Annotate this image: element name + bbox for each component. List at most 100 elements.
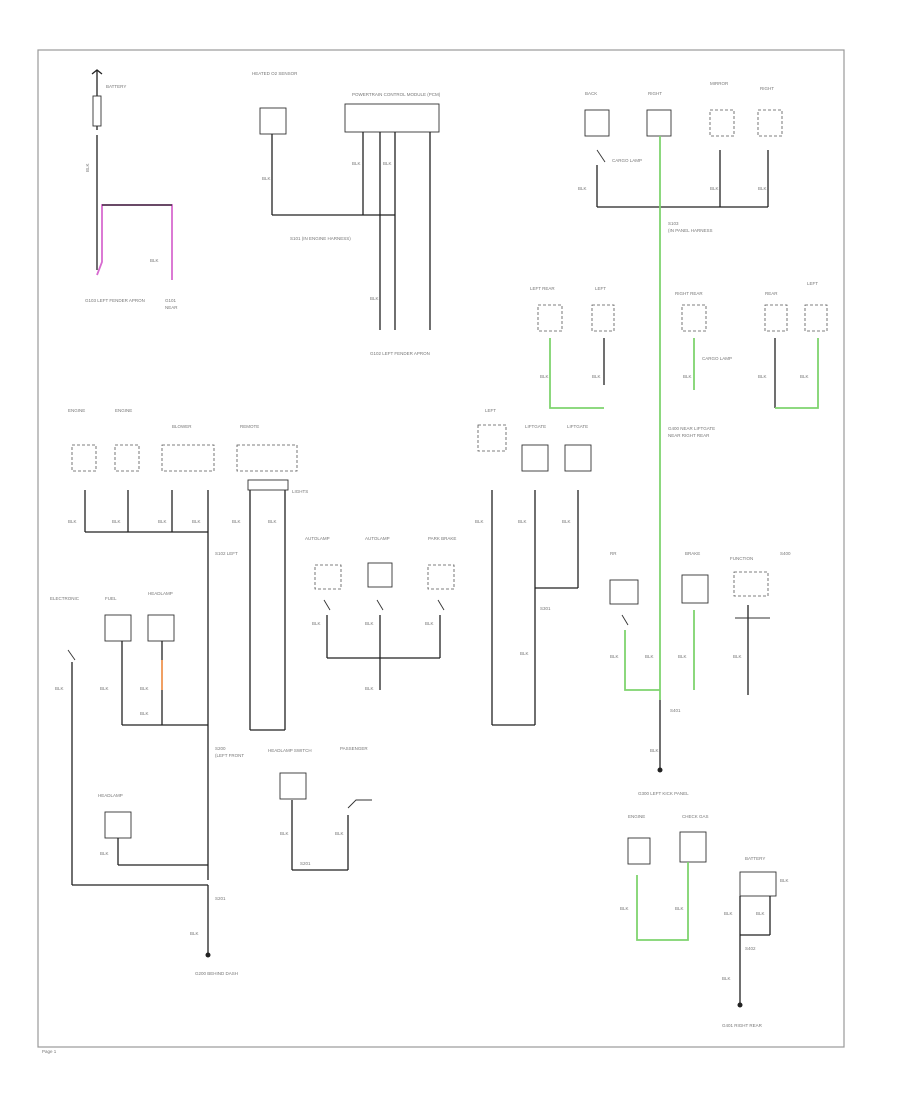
svg-text:LIFTGATE: LIFTGATE [567,424,588,429]
svg-text:BLK: BLK [475,519,484,524]
ground-g300 [657,767,663,773]
svg-text:G101: G101 [165,298,177,303]
svg-text:BLK: BLK [592,374,601,379]
headlamp-switch-label: HEADLAMP SWITCH [268,748,312,753]
svg-text:BLK: BLK [675,906,684,911]
svg-text:BLK: BLK [140,686,149,691]
svg-text:BLK: BLK [710,186,719,191]
svg-text:BLK: BLK [268,519,277,524]
svg-text:BLK: BLK [352,161,361,166]
svg-text:BLK: BLK [578,186,587,191]
svg-text:S201: S201 [215,896,226,901]
svg-text:BLK: BLK [800,374,809,379]
svg-text:LIGHTS: LIGHTS [292,489,308,494]
svg-text:BLK: BLK [192,519,201,524]
right-lower-section: RR BRAKE FUNCTION S400 BLK BLK BLK BLK S… [609,551,791,1028]
g102-label: G102 LEFT FENDER APRON [370,351,430,356]
svg-text:NEAR: NEAR [165,305,178,310]
svg-text:BLK: BLK [758,374,767,379]
svg-text:LEFT: LEFT [485,408,496,413]
svg-text:BATTERY: BATTERY [745,856,765,861]
svg-text:BLK: BLK [68,519,77,524]
svg-text:S200: S200 [215,746,226,751]
svg-text:BLK: BLK [610,654,619,659]
svg-text:BLK: BLK [365,686,374,691]
battery-label: BATTERY [106,84,126,89]
svg-text:CHECK GAS: CHECK GAS [682,814,709,819]
svg-text:PARK BRAKE: PARK BRAKE [428,536,456,541]
svg-text:BLK: BLK [683,374,692,379]
s102-label: S102 LEFT [215,551,238,556]
svg-text:BLK: BLK [645,654,654,659]
svg-text:BLK: BLK [758,186,767,191]
right-upper-section: BACK RIGHT MIRROR RIGHT CARGO LAMP BLK B… [530,81,828,700]
diagram-frame [37,49,845,1048]
svg-text:BLK: BLK [518,519,527,524]
svg-text:BLK: BLK [383,161,392,166]
svg-text:FUEL: FUEL [105,596,117,601]
o2-sensor-box [259,107,287,135]
svg-text:LEFT: LEFT [807,281,818,286]
pcm-label: POWERTRAIN CONTROL MODULE (PCM) [352,92,441,97]
svg-text:BLK: BLK [312,621,321,626]
pcm-section: HEATED O2 SENSOR BLK POWERTRAIN CONTROL … [252,71,441,356]
ground-g401 [737,1002,743,1008]
s101-label: S101 (IN ENGINE HARNESS) [290,236,351,241]
battery-section: BATTERY BLK BLK G103 LEFT FENDER APRON G… [85,69,178,310]
svg-text:BLK: BLK [620,906,629,911]
page-label: Page 1 [42,1049,57,1054]
svg-text:BLOWER: BLOWER [172,424,192,429]
svg-text:BLK: BLK [150,258,159,263]
g103-label: G103 LEFT FENDER APRON [85,298,145,303]
svg-text:BLK: BLK [365,621,374,626]
svg-text:(LEFT FRONT: (LEFT FRONT [215,753,244,758]
pcm-box [344,103,440,133]
svg-text:BLK: BLK [190,931,199,936]
svg-text:S401: S401 [670,708,681,713]
svg-text:BLK: BLK [733,654,742,659]
svg-text:S400: S400 [780,551,791,556]
svg-text:BLK: BLK [520,651,529,656]
svg-text:BLK: BLK [724,911,733,916]
svg-text:BLK: BLK [678,654,687,659]
svg-text:REAR: REAR [765,291,778,296]
svg-text:PASSENGER: PASSENGER [340,746,368,751]
svg-text:AUTOLAMP: AUTOLAMP [365,536,390,541]
svg-text:BACK: BACK [585,91,597,96]
svg-text:RIGHT: RIGHT [760,86,774,91]
ground-g200 [205,952,211,958]
svg-text:BLK: BLK [370,296,379,301]
svg-text:RIGHT: RIGHT [648,91,662,96]
g400-label: G400 NEAR LIFTGATE [668,426,715,431]
svg-text:BLK: BLK [540,374,549,379]
svg-text:REMOTE: REMOTE [240,424,259,429]
svg-text:BLK: BLK [85,163,90,172]
svg-text:BLK: BLK [55,686,64,691]
svg-text:RIGHT REAR: RIGHT REAR [675,291,703,296]
svg-text:BLK: BLK [100,851,109,856]
left-middle-section: ENGINE ENGINE BLOWER REMOTE LIGHTS BLK B… [50,408,372,976]
svg-text:BLK: BLK [562,519,571,524]
svg-text:BLK: BLK [780,878,789,883]
svg-text:MIRROR: MIRROR [710,81,729,86]
g401-label: G401 RIGHT REAR [722,1023,763,1028]
svg-text:HEADLAMP: HEADLAMP [148,591,173,596]
svg-text:CARGO LAMP: CARGO LAMP [612,158,642,163]
svg-text:BLK: BLK [140,711,149,716]
svg-text:BLK: BLK [425,621,434,626]
g200-label: G200 BEHIND DASH [195,971,238,976]
svg-text:LIFTGATE: LIFTGATE [525,424,546,429]
svg-text:ENGINE: ENGINE [628,814,645,819]
svg-text:AUTOLAMP: AUTOLAMP [305,536,330,541]
svg-text:BLK: BLK [232,519,241,524]
svg-text:ENGINE: ENGINE [68,408,85,413]
svg-text:BLK: BLK [756,911,765,916]
battery-symbol [92,95,102,127]
center-section: AUTOLAMP AUTOLAMP PARK BRAKE BLK BLK BLK… [305,408,592,726]
svg-text:S402: S402 [745,946,756,951]
svg-text:BLK: BLK [158,519,167,524]
svg-text:BLK: BLK [100,686,109,691]
svg-text:FUNCTION: FUNCTION [730,556,753,561]
svg-text:LEFT REAR: LEFT REAR [530,286,555,291]
